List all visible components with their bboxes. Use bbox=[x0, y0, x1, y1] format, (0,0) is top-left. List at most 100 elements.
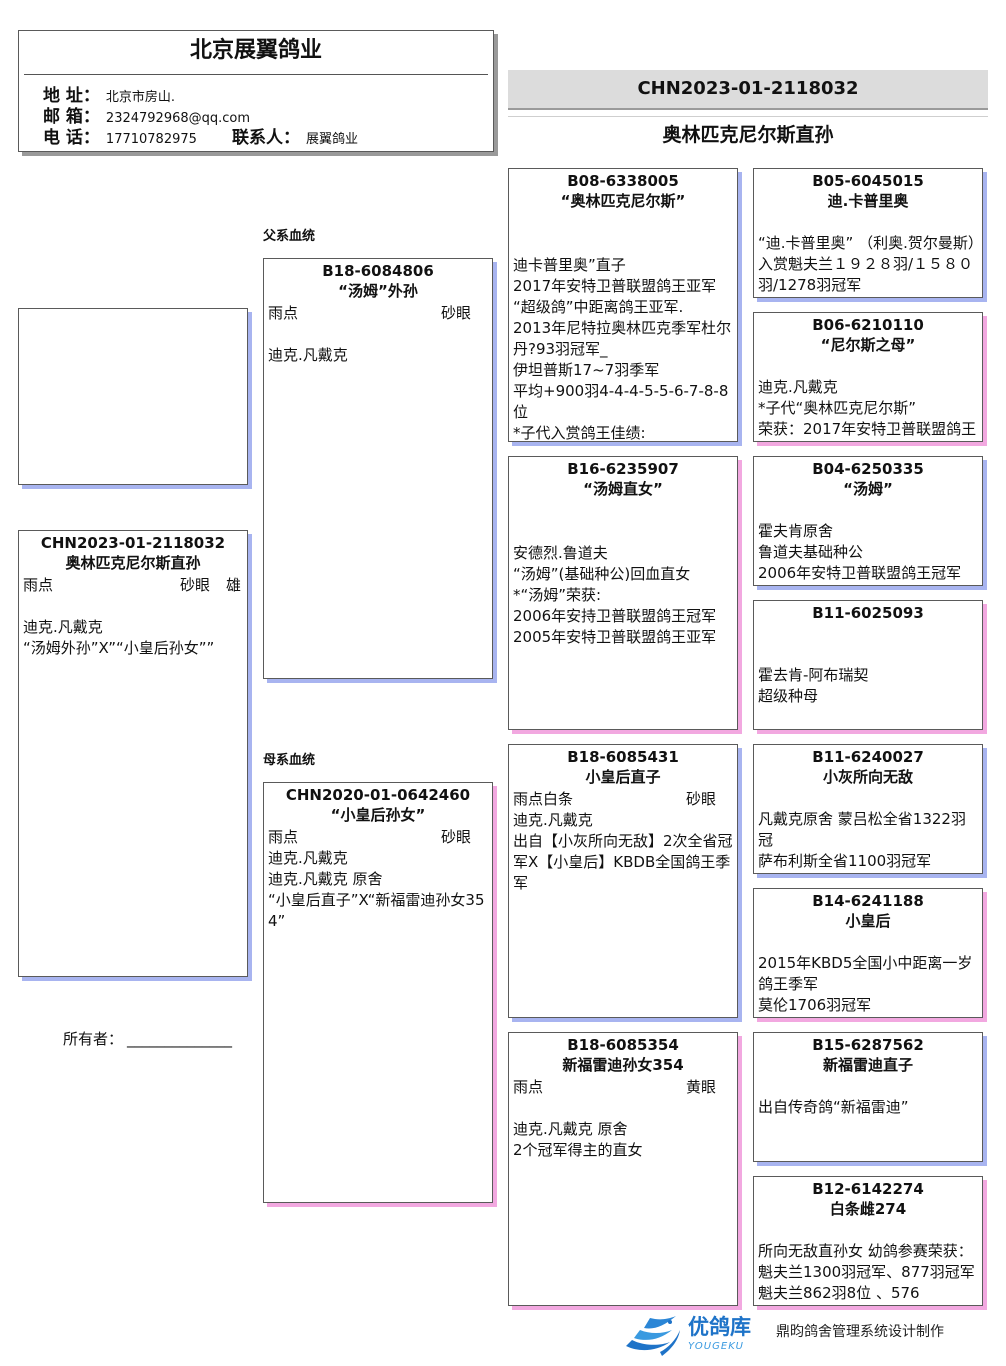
gen3-dss-notes: 凡戴克原舍 蒙吕松全省1322羽冠 萨布利斯全省1100羽冠军 bbox=[754, 809, 982, 872]
gen3-sds-note-line: 2006年安特卫普联盟鸽王冠军 bbox=[758, 564, 962, 582]
gen3-ssd-ring: B06-6210110 bbox=[812, 316, 924, 334]
pigeon-logo-icon bbox=[626, 1316, 680, 1356]
gen3-sds-note-line: 鲁道夫基础种公 bbox=[758, 543, 864, 561]
email-label: 邮 箱： bbox=[43, 107, 100, 127]
owner-row: 所有者：______________ bbox=[63, 1029, 232, 1049]
dam-card: CHN2020-01-0642460 “小皇后孙女” 雨点 砂眼 迪克.凡戴克 … bbox=[263, 782, 493, 1203]
subject-note-line bbox=[23, 596, 243, 617]
gen3-ddd-card: B12-6142274 白条雌274 所向无敌直孙女 幼鸽参赛荣获： 魁夫兰13… bbox=[753, 1176, 983, 1306]
dam-dam-note-line: 2个冠军得主的直女 bbox=[513, 1141, 643, 1159]
gen3-sdd-note-line: 超级种母 bbox=[758, 687, 819, 705]
dam-sire-card: B18-6085431 小皇后直子 雨点白条 砂眼 迪克.凡戴克 出自【小灰所向… bbox=[508, 744, 738, 1018]
logo-en-text: YOUGEKU bbox=[688, 1341, 744, 1352]
footer-credit: 鼎昀鸽舍管理系统设计制作 bbox=[776, 1324, 944, 1340]
subject-sex: 雄 bbox=[226, 576, 242, 594]
gen3-sdd-ring: B11-6025093 bbox=[812, 604, 924, 622]
sire-note-line bbox=[268, 324, 488, 345]
sire-dam-note-line: 2005年安特卫普联盟鸽王亚军 bbox=[513, 628, 717, 646]
dam-notes: 迪克.凡戴克 迪克.凡戴克 原舍 “小皇后直子”X“新福雷迪孙女354” bbox=[264, 848, 492, 932]
gen3-dsd-name: 小皇后 bbox=[845, 912, 891, 930]
sire-attributes: 雨点 砂眼 bbox=[264, 303, 492, 324]
gen3-sdd-card: B11-6025093 霍去肯-阿布瑞契 超级种母 bbox=[753, 600, 983, 730]
sire-dam-card: B16-6235907 “汤姆直女” 安德烈.鲁道夫 “汤姆”(基础种公)回血直… bbox=[508, 456, 738, 730]
gen3-sdd-name bbox=[754, 623, 982, 643]
address-row: 地 址：北京市房山. bbox=[43, 85, 175, 108]
sire-eye: 砂眼 bbox=[441, 304, 472, 322]
gen3-dsd-note-line: 2015年KBD5全国小中距离一岁鸽王季军 bbox=[758, 954, 973, 993]
owner-label: 所有者： bbox=[63, 1030, 124, 1048]
subject-pigeon-card: CHN2023-01-2118032 奥林匹克尼尔斯直孙 雨点 砂眼 雄 迪克.… bbox=[18, 530, 248, 977]
gen3-sdd-notes: 霍去肯-阿布瑞契 超级种母 bbox=[754, 665, 982, 707]
sire-sire-note-line: *子代入赏鸽王佳绩: bbox=[513, 424, 646, 442]
phone-label: 电 话： bbox=[43, 128, 100, 148]
dam-sire-note-line: 迪克.凡戴克 bbox=[513, 811, 593, 829]
dam-name: “小皇后孙女” bbox=[330, 806, 426, 824]
gen3-sss-ring: B05-6045015 bbox=[812, 172, 924, 190]
gen3-sds-notes: 霍夫肯原舍 鲁道夫基础种公 2006年安特卫普联盟鸽王冠军 bbox=[754, 521, 982, 584]
header-divider bbox=[24, 74, 488, 75]
sire-sire-note-line: “超级鸽”中距离鸽王亚军. bbox=[513, 298, 684, 316]
contact-value: 展翼鸽业 bbox=[306, 132, 359, 147]
sire-card: B18-6084806 “汤姆”外孙 雨点 砂眼 迪克.凡戴克 bbox=[263, 258, 493, 679]
dam-color: 雨点 bbox=[268, 828, 299, 846]
gen3-ssd-card: B06-6210110 “尼尔斯之母” 迪克.凡戴克 *子代“奥林匹克尼尔斯” … bbox=[753, 312, 983, 442]
gen3-sdd-note-line: 霍去肯-阿布瑞契 bbox=[758, 666, 869, 684]
gen3-dds-ring: B15-6287562 bbox=[812, 1036, 924, 1054]
dam-dam-eye: 黄眼 bbox=[686, 1078, 717, 1096]
phone-row: 电 话： 17710782975 bbox=[43, 127, 197, 150]
top-ring-band: CHN2023-01-2118032 bbox=[508, 70, 988, 110]
sire-sire-note-line: 平均+900羽4-4-4-5-5-6-7-8-8位 bbox=[513, 382, 729, 421]
sire-dam-name: “汤姆直女” bbox=[583, 480, 663, 498]
dam-sire-name: 小皇后直子 bbox=[585, 768, 661, 786]
dam-sire-color: 雨点白条 bbox=[513, 790, 574, 808]
email-row: 邮 箱： 2324792968@qq.com bbox=[43, 106, 250, 129]
owner-line: ______________ bbox=[127, 1030, 233, 1048]
dam-sire-notes: 迪克.凡戴克 出自【小灰所向无敌】2次全省冠军X【小皇后】KBDB全国鸽王季军 bbox=[509, 810, 737, 894]
dam-sire-eye: 砂眼 bbox=[686, 790, 717, 808]
subject-attributes: 雨点 砂眼 雄 bbox=[19, 575, 247, 596]
gen3-ddd-note-line: 所向无敌直孙女 幼鸽参赛荣获： 魁夫兰1300羽冠军、877羽冠军 魁夫兰862… bbox=[758, 1242, 975, 1302]
sire-sire-note-line: 2017年安特卫普联盟鸽王亚军 bbox=[513, 277, 717, 295]
sire-color: 雨点 bbox=[268, 304, 299, 322]
gen3-ddd-name: 白条雌274 bbox=[829, 1200, 907, 1218]
sire-dam-note-line: *“汤姆”荣获: bbox=[513, 586, 602, 604]
address-label: 地 址： bbox=[43, 86, 100, 106]
subject-notes: 迪克.凡戴克 “汤姆外孙”X”“小皇后孙女”” bbox=[19, 596, 247, 659]
logo-cn-text: 优鸽库 bbox=[688, 1315, 751, 1339]
gen3-ddd-notes: 所向无敌直孙女 幼鸽参赛荣获： 魁夫兰1300羽冠军、877羽冠军 魁夫兰862… bbox=[754, 1241, 982, 1304]
phone-value: 17710782975 bbox=[105, 132, 197, 147]
contact-row: 联系人：展翼鸽业 bbox=[232, 127, 358, 150]
gen3-dsd-ring: B14-6241188 bbox=[812, 892, 924, 910]
sire-sire-name: “奥林匹克尼尔斯” bbox=[560, 192, 686, 210]
sire-section-label: 父系血统 bbox=[263, 229, 316, 244]
gen3-sds-note-line: 霍夫肯原舍 bbox=[758, 522, 834, 540]
gen3-dss-name: 小灰所向无敌 bbox=[822, 768, 913, 786]
gen3-dsd-notes: 2015年KBD5全国小中距离一岁鸽王季军 莫伦1706羽冠军 bbox=[754, 953, 982, 1016]
gen3-sss-name: 迪.卡普里奥 bbox=[827, 192, 909, 210]
dam-dam-note-line: 迪克.凡戴克 原舍 bbox=[513, 1120, 628, 1138]
gen3-dds-name: 新福雷迪直子 bbox=[822, 1056, 913, 1074]
dam-note-line: 迪克.凡戴克 原舍 bbox=[268, 870, 383, 888]
loft-name: 北京展翼鸽业 bbox=[189, 38, 322, 63]
gen3-dds-notes: 出自传奇鸽“新福雷迪” bbox=[754, 1097, 982, 1118]
dam-section-label: 母系血统 bbox=[263, 753, 316, 768]
gen3-ssd-note-line: 迪克.凡戴克 bbox=[758, 378, 838, 396]
dam-dam-color: 雨点 bbox=[513, 1078, 544, 1096]
loft-header: 北京展翼鸽业 地 址：北京市房山. 邮 箱：2324792968@qq.com … bbox=[18, 30, 494, 152]
gen3-dss-note-line: 凡戴克原舍 蒙吕松全省1322羽冠 bbox=[758, 810, 966, 849]
gen3-ddd-ring: B12-6142274 bbox=[812, 1180, 924, 1198]
sire-sire-ring: B08-6338005 bbox=[567, 172, 679, 190]
email-value: 2324792968@qq.com bbox=[105, 111, 251, 126]
gen3-ssd-name: “尼尔斯之母” bbox=[820, 336, 916, 354]
gen3-dds-card: B15-6287562 新福雷迪直子 出自传奇鸽“新福雷迪” bbox=[753, 1032, 983, 1162]
gen3-ssd-notes: 迪克.凡戴克 *子代“奥林匹克尼尔斯” 荣获：2017年安特卫普联盟鸽王冠军 bbox=[754, 377, 982, 441]
subject-ring: CHN2023-01-2118032 bbox=[40, 534, 226, 552]
sire-sire-notes: 迪卡普里奥”直子 2017年安特卫普联盟鸽王亚军 “超级鸽”中距离鸽王亚军. 2… bbox=[509, 255, 737, 442]
sire-dam-note-line: 2006年安持卫普联盟鸽王冠军 bbox=[513, 607, 717, 625]
subject-eye: 砂眼 bbox=[180, 576, 211, 594]
gen3-sds-card: B04-6250335 “汤姆” 霍夫肯原舍 鲁道夫基础种公 2006年安特卫普… bbox=[753, 456, 983, 586]
sire-sire-note-line: 伊坦普斯17~7羽季军 bbox=[513, 361, 660, 379]
gen3-ssd-note-line: *子代“奥林匹克尼尔斯” bbox=[758, 399, 917, 417]
top-ring-number: CHN2023-01-2118032 bbox=[637, 78, 859, 99]
dam-dam-name: 新福雷迪孙女354 bbox=[562, 1056, 684, 1074]
